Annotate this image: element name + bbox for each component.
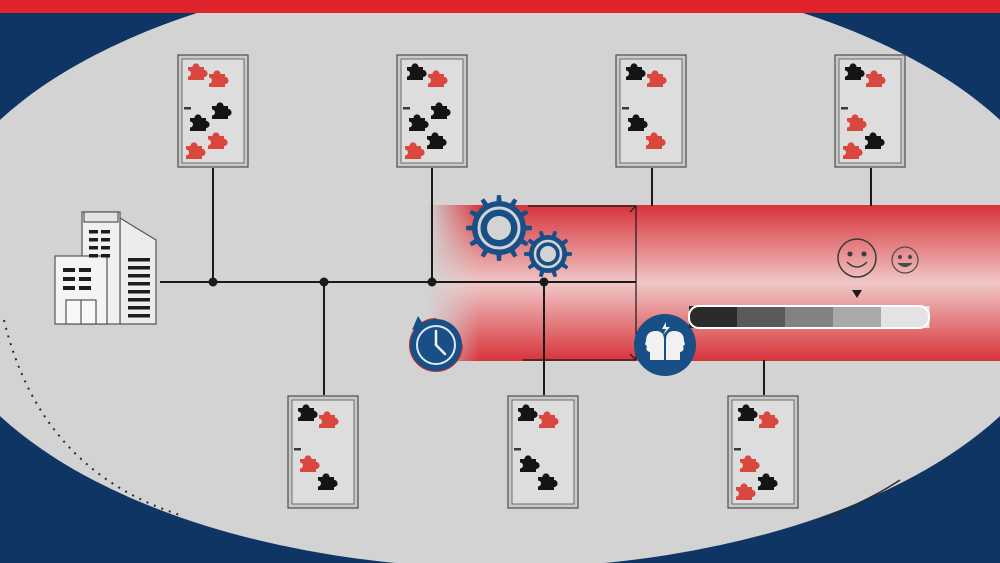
puzzle-piece-icon: [536, 411, 559, 428]
connection-lines: [160, 168, 872, 395]
scale-segment: [689, 306, 738, 328]
puzzle-piece-icon: [183, 142, 206, 159]
puzzle-piece-icon: [297, 455, 320, 472]
puzzle-piece-icon: [517, 455, 540, 472]
puzzle-piece-icon: [840, 142, 863, 159]
puzzle-piece-icon: [862, 132, 885, 149]
puzzle-piece-icon: [755, 473, 778, 490]
puzzle-piece-icon: [209, 102, 232, 119]
door-icon: [177, 54, 249, 168]
puzzle-piece-icon: [406, 114, 429, 131]
puzzle-piece-icon: [842, 63, 865, 80]
puzzle-piece-icon: [735, 404, 758, 421]
scale-segment: [881, 306, 930, 328]
puzzle-piece-icon: [623, 63, 646, 80]
door-icon: [615, 54, 687, 168]
puzzle-piece-icon: [733, 483, 756, 500]
door-icon: [727, 395, 799, 509]
puzzle-piece-icon: [316, 411, 339, 428]
puzzle-piece-icon: [644, 70, 667, 87]
puzzle-piece-icon: [428, 102, 451, 119]
smiley-face-icon: [837, 238, 877, 278]
puzzle-piece-icon: [863, 70, 886, 87]
scale-segment: [833, 306, 882, 328]
puzzle-piece-icon: [206, 70, 229, 87]
top-red-bar: [0, 0, 1000, 13]
junction-dots: [208, 277, 549, 287]
puzzle-piece-icon: [535, 473, 558, 490]
speaking-heads-icon: [634, 314, 696, 376]
scale-segment: [737, 306, 786, 328]
gear-icon: [466, 195, 532, 261]
puzzle-piece-icon: [187, 114, 210, 131]
door-icon: [507, 395, 579, 509]
puzzle-piece-icon: [515, 404, 538, 421]
door-icon: [396, 54, 468, 168]
smiley-face-icon: [891, 246, 919, 274]
door-icon: [287, 395, 359, 509]
puzzle-piece-icon: [402, 142, 425, 159]
door-icon: [834, 54, 906, 168]
puzzle-piece-icon: [625, 114, 648, 131]
doors-layer: [177, 54, 906, 509]
puzzle-piece-icon: [424, 132, 447, 149]
puzzle-piece-icon: [844, 114, 867, 131]
puzzle-piece-icon: [295, 404, 318, 421]
satisfaction-scale: [688, 305, 930, 329]
clock-icon: [409, 316, 463, 372]
scale-segment: [785, 306, 834, 328]
puzzle-piece-icon: [643, 132, 666, 149]
office-building-icon: [54, 211, 157, 325]
puzzle-piece-icon: [737, 455, 760, 472]
arc-bottom-right: [819, 479, 901, 521]
puzzle-piece-icon: [205, 132, 228, 149]
puzzle-piece-icon: [185, 63, 208, 80]
triangle-pointer-icon: [852, 290, 862, 298]
puzzle-piece-icon: [315, 473, 338, 490]
gear-icon: [524, 230, 572, 278]
puzzle-piece-icon: [425, 70, 448, 87]
puzzle-piece-icon: [404, 63, 427, 80]
puzzle-piece-icon: [756, 411, 779, 428]
